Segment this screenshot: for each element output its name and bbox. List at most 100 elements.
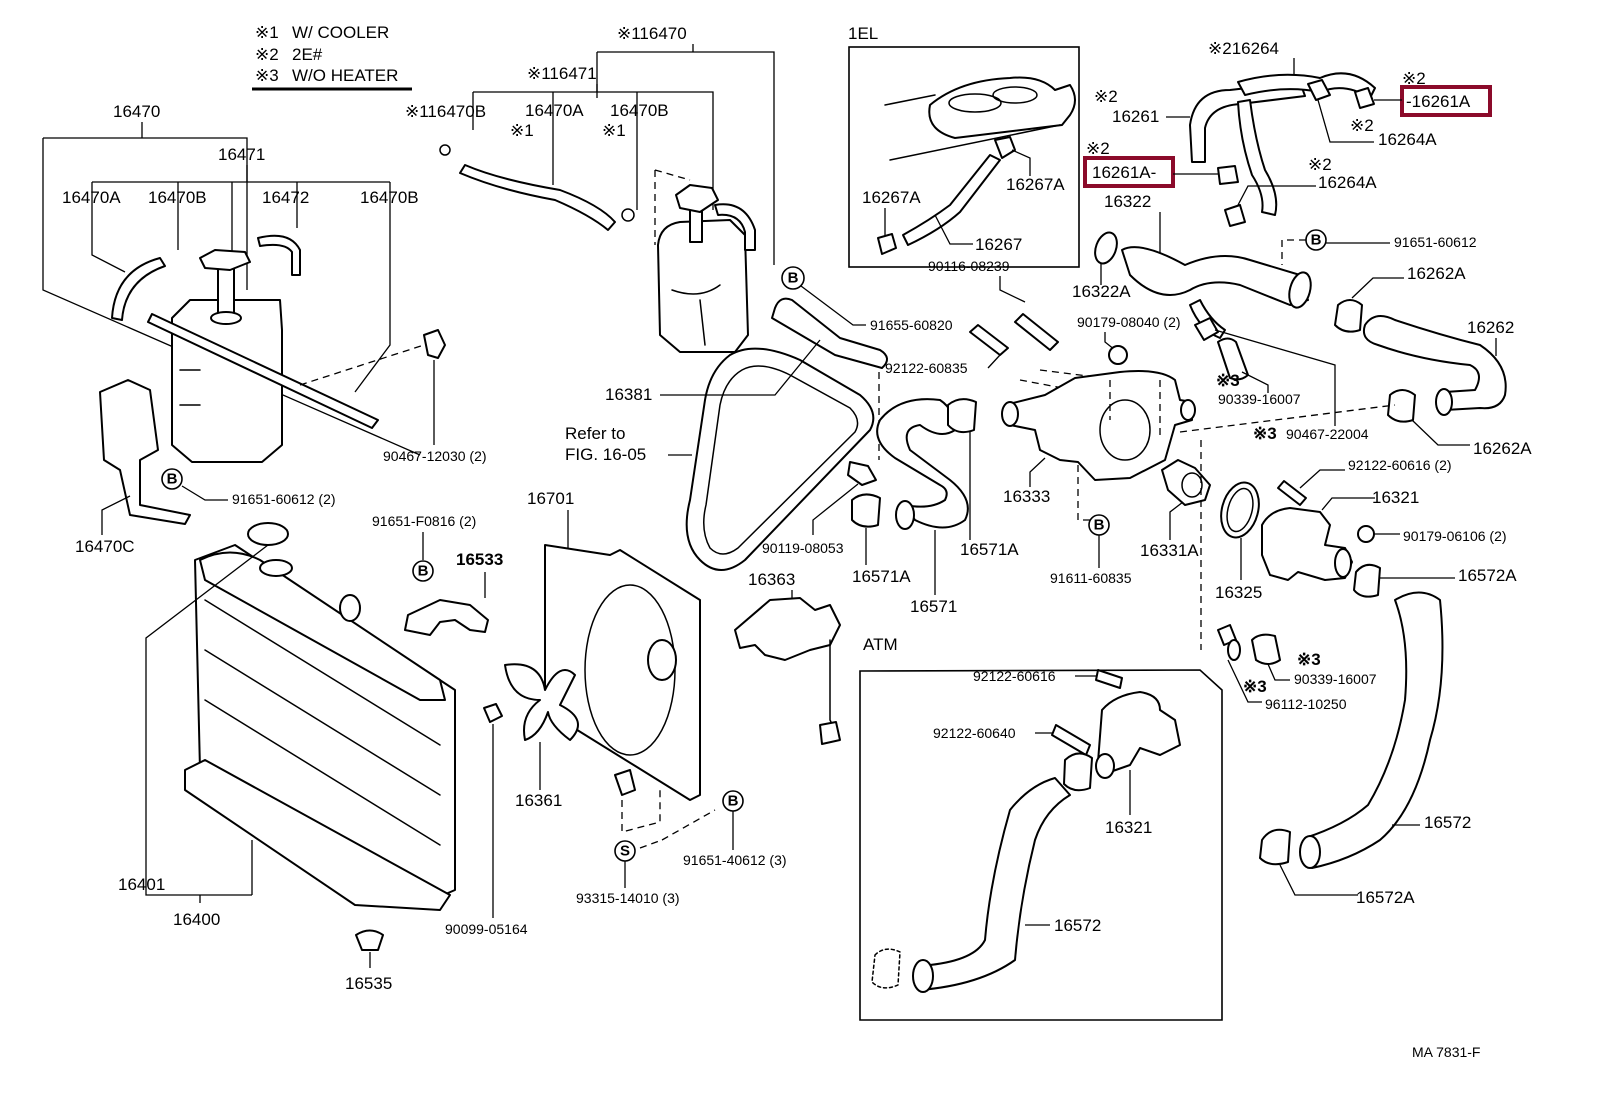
label-16333: 16333 (1003, 487, 1050, 506)
label-16264A-1: 16264A (1378, 130, 1437, 149)
nut-90179-06106 (1357, 525, 1375, 543)
leader-16262A-top (1351, 277, 1404, 299)
hose-16572-right-end (1299, 835, 1321, 869)
hose-16572-right (1304, 591, 1444, 869)
callout-bolt-b-outlet-text: B (1094, 517, 1105, 534)
hose-atm-16572-end (912, 959, 934, 993)
label-atm-16321: 16321 (1105, 818, 1152, 837)
label-16571A-right: 16571A (960, 540, 1019, 559)
clamp-16572A-bottom (1259, 828, 1291, 866)
leader-16264A-2 (1237, 185, 1316, 206)
label-16572A-top: 16572A (1458, 566, 1517, 585)
dashed-fan-screws (621, 790, 716, 849)
label-16401: 16401 (118, 875, 165, 894)
support-group: 91651-F0816 (2) B 16533 (372, 513, 503, 636)
dashed-housing (1109, 380, 1161, 440)
label-90099-05164: 90099-05164 (445, 921, 528, 937)
legend-item-2-text: 2E# (292, 45, 323, 64)
clip-16267A-right (994, 136, 1016, 159)
section-1el-box (848, 46, 1080, 268)
stud-90116-08239 (1014, 313, 1059, 351)
housing-inlet (1001, 401, 1019, 427)
label-16264: ※216264 (1208, 39, 1279, 58)
label-c-116470: ※116470 (617, 24, 687, 43)
label-91651-F0816: 91651-F0816 (2) (372, 513, 476, 529)
label-16381: 16381 (605, 385, 652, 404)
callout-screw-s-text: S (620, 843, 630, 860)
reservoir-group-cooler: ※116470 ※116471 ※116470B 16470A ※1 16470… (405, 24, 775, 353)
leader-90119-08053 (812, 483, 859, 535)
plug-90339-16007-bottom (1251, 633, 1281, 665)
label-96112-10250-mark: ※3 (1243, 677, 1267, 696)
thermostat-valve (1181, 472, 1203, 498)
hose-16261 (1189, 81, 1306, 163)
label-c-16470A: 16470A (525, 101, 584, 120)
water-inlet-16321 (1261, 507, 1353, 581)
label-16572-right: 16572 (1424, 813, 1471, 832)
gasket-16325 (1220, 481, 1260, 539)
label-16470B-left: 16470B (148, 188, 207, 207)
section-atm-title: ATM (863, 635, 898, 654)
support-16533 (404, 599, 489, 636)
clip-96112-ring (1227, 639, 1241, 661)
leader-16264A-1 (1317, 99, 1374, 143)
label-91651-60612: 91651-60612 (1394, 234, 1477, 250)
label-16533: 16533 (456, 550, 503, 569)
hose-16264-lower (1237, 99, 1278, 216)
label-16262A-bottom: 16262A (1473, 439, 1532, 458)
fan-motor-connector (819, 721, 841, 745)
leader-90339-16007-top (1241, 371, 1269, 393)
label-16264A-1-mark: ※2 (1350, 116, 1374, 135)
nut-90179-08040 (1108, 345, 1128, 365)
label-90119-08053: 90119-08053 (762, 540, 844, 556)
radiator-cap-16401 (247, 522, 289, 546)
label-90179-06106: 90179-06106 (2) (1403, 528, 1507, 544)
stud-92122-60835 (969, 324, 1009, 356)
label-92122-60835: 92122-60835 (885, 360, 968, 376)
clip-16267A-left (877, 233, 897, 255)
label-16264A-2: 16264A (1318, 173, 1377, 192)
water-outlet-group: 90116-08239 92122-60835 90179-08040 (2) … (885, 258, 1517, 907)
leader-16401 (145, 544, 269, 896)
gasket-16325-inner (1226, 487, 1254, 533)
leader-c-116471 (472, 84, 714, 210)
reservoir-c-detail (671, 284, 721, 346)
clamp-16571A-left (851, 493, 881, 528)
label-atm-92122-60640: 92122-60640 (933, 725, 1016, 741)
hose-16262 (1362, 315, 1507, 411)
label-93315-14010: 93315-14010 (3) (576, 890, 680, 906)
water-inlet-16321-end (1334, 548, 1352, 578)
label-91655-60820: 91655-60820 (870, 317, 953, 333)
legend-item-3-mark: ※3 (255, 66, 279, 85)
radiator-fins (204, 599, 441, 846)
highlight-16261A-left (1083, 156, 1175, 188)
label-90339-16007-bottom-mark: ※3 (1297, 650, 1321, 669)
belt-inner (703, 365, 859, 555)
fan-group: 16701 16361 16363 B 91651-40612 (3) S 93… (504, 489, 841, 906)
flange-hole-1 (948, 93, 1002, 113)
radiator-filler-neck (259, 559, 293, 577)
label-16261-mark: ※2 (1094, 87, 1118, 106)
leader-16262A-bottom (1411, 419, 1470, 446)
label-c-16470B-mark: ※1 (602, 121, 626, 140)
label-16471: 16471 (218, 145, 265, 164)
dashed-pipe-bolt (1281, 239, 1306, 265)
label-91611-60835: 91611-60835 (1050, 570, 1132, 586)
dashed-16333-bolt (1077, 465, 1090, 521)
overflow-pipe (147, 313, 379, 429)
leader-90116-08239 (999, 276, 1026, 303)
flange-guides (884, 94, 1061, 161)
section-1el-title: 1EL (848, 24, 878, 43)
figure-code: MA 7831-F (1412, 1044, 1480, 1060)
clamp-16262A-top (1334, 299, 1363, 333)
label-16267A-right: 16267A (1006, 175, 1065, 194)
note-line-2: FIG. 16-05 (565, 445, 646, 464)
clamp-atm (1063, 752, 1093, 792)
label-16470B-right: 16470B (360, 188, 419, 207)
label-c-116470B: ※116470B (405, 102, 486, 121)
label-c-16470A-mark: ※1 (510, 121, 534, 140)
label-atm-16572: 16572 (1054, 916, 1101, 935)
clamp-16571A-right (947, 398, 977, 434)
leader-16572A-bottom (1279, 864, 1358, 896)
section-atm-box (859, 669, 1223, 1021)
